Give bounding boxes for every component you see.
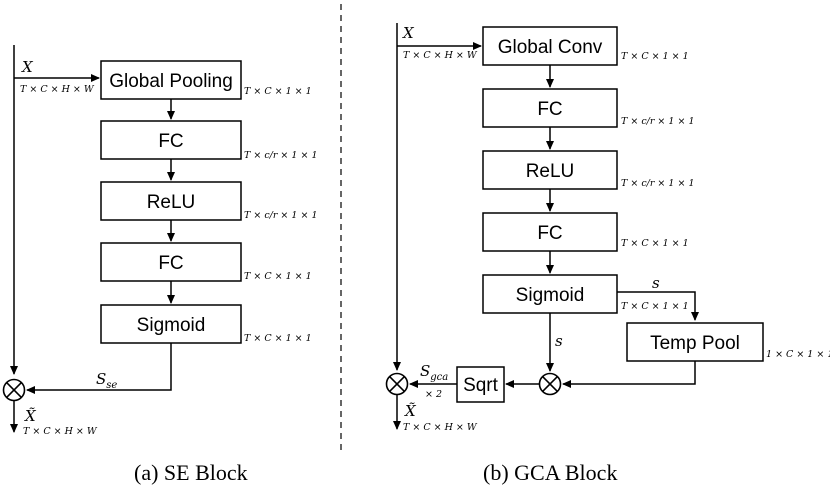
se-dims-4: T × C × 1 × 1 [244, 271, 312, 282]
se-sigmoid-label: Sigmoid [137, 315, 206, 336]
gca-dims-5: T × C × 1 × 1 [621, 301, 689, 312]
gca-output-dims: T × C × H × W [403, 422, 478, 433]
gca-temp-pool-return [562, 361, 696, 388]
gca-s-label-top: s [652, 274, 660, 292]
gca-branch-to-temp-pool [617, 291, 699, 321]
se-block-panel: X T × C × H × W Global Pooling FC ReLU F… [2, 45, 318, 485]
gca-caption: (b) GCA Block [483, 460, 617, 485]
gca-dims-2: T × c/r × 1 × 1 [621, 116, 695, 127]
se-fc2-label: FC [158, 253, 183, 274]
gca-input-label: X [402, 24, 415, 42]
se-output-label: X̃ [24, 407, 37, 425]
se-dims-2: T × c/r × 1 × 1 [244, 150, 318, 161]
se-input-label: X [21, 58, 34, 76]
gca-dims-3: T × c/r × 1 × 1 [621, 178, 695, 189]
gca-temp-pool-label: Temp Pool [650, 333, 740, 354]
gca-times-two: × 2 [425, 389, 442, 400]
gca-dims-4: T × C × 1 × 1 [621, 238, 689, 249]
gca-sigmoid-box [482, 274, 618, 314]
se-scale-label: Sse [96, 370, 117, 391]
se-scale-path [26, 343, 172, 394]
gca-fc2-label: FC [537, 223, 562, 244]
gca-global-conv-box [482, 26, 618, 66]
se-sigmoid-box [100, 304, 242, 344]
gca-fc1-label: FC [537, 99, 562, 120]
se-global-pooling-label: Global Pooling [109, 71, 233, 92]
se-fc1-label: FC [158, 131, 183, 152]
se-global-pooling-box [100, 60, 242, 100]
se-caption: (a) SE Block [134, 460, 248, 485]
gca-inner-multiply-icon [538, 372, 562, 396]
gca-scale-label: Sgca [420, 362, 448, 383]
gca-input-dims: T × C × H × W [403, 50, 478, 61]
gca-temp-pool-dims: 1 × C × 1 × 1 [766, 349, 830, 360]
gca-sqrt-label: Sqrt [463, 375, 499, 396]
gca-global-conv-label: Global Conv [498, 37, 603, 58]
se-multiply-icon [2, 378, 26, 402]
se-output-dims: T × C × H × W [23, 426, 98, 437]
gca-sqrt-box [456, 366, 505, 403]
gca-dims-1: T × C × 1 × 1 [621, 51, 689, 62]
gca-relu-label: ReLU [526, 161, 575, 182]
gca-s-label-mid: s [555, 332, 563, 350]
se-dims-1: T × C × 1 × 1 [244, 86, 312, 97]
se-relu-label: ReLU [147, 192, 196, 213]
se-dims-3: T × c/r × 1 × 1 [244, 210, 318, 221]
se-dims-5: T × C × 1 × 1 [244, 333, 312, 344]
gca-block-panel: X T × C × H × W Global Conv FC ReLU FC S… [385, 23, 830, 485]
se-input-dims: T × C × H × W [20, 84, 95, 95]
se-fc1-box [100, 120, 242, 160]
gca-output-label: X̃ [404, 402, 417, 420]
gca-outer-multiply-icon [385, 372, 409, 396]
gca-sigmoid-label: Sigmoid [516, 285, 585, 306]
